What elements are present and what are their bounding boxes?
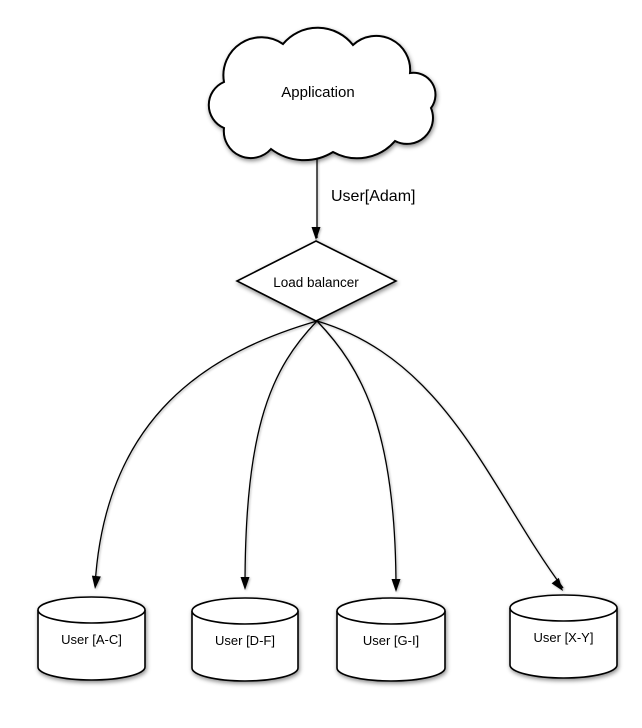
cylinder-top bbox=[191, 597, 299, 625]
arrowhead-icon bbox=[311, 227, 321, 240]
db-cylinder-shard1 bbox=[37, 596, 146, 681]
shard4-label: User [X-Y] bbox=[534, 630, 594, 645]
cylinder-body bbox=[509, 608, 618, 679]
shard1-label: User [A-C] bbox=[61, 632, 122, 647]
nodes-group bbox=[37, 26, 618, 682]
cylinder-top bbox=[509, 594, 618, 622]
shard3-label: User [G-I] bbox=[363, 633, 419, 648]
load-balancer-label: Load balancer bbox=[273, 275, 359, 290]
cylinder-top bbox=[336, 597, 446, 625]
arrowhead-icon bbox=[391, 579, 401, 592]
load-balancer-diamond-shape bbox=[235, 240, 398, 322]
edge-loadbalancer-to-shard3 bbox=[316, 320, 397, 590]
db-cylinder-shard3 bbox=[336, 597, 446, 682]
request-edge-label: User[Adam] bbox=[331, 188, 415, 205]
cylinder-body bbox=[191, 611, 299, 682]
edges-group bbox=[91, 147, 564, 592]
cylinder-top bbox=[37, 596, 146, 624]
edge-loadbalancer-to-shard1 bbox=[94, 320, 318, 587]
arrowhead-icon bbox=[551, 577, 563, 591]
arrowhead-icon bbox=[240, 577, 250, 590]
db-cylinder-shard2 bbox=[191, 597, 299, 682]
cylinder-body bbox=[37, 610, 146, 681]
edge-loadbalancer-to-shard2 bbox=[244, 320, 318, 588]
cylinder-body bbox=[336, 611, 446, 682]
edge-loadbalancer-to-shard4 bbox=[316, 320, 564, 589]
application-label: Application bbox=[281, 84, 354, 101]
db-cylinder-shard4 bbox=[509, 594, 618, 679]
shard2-label: User [D-F] bbox=[215, 633, 275, 648]
arrowhead-icon bbox=[91, 575, 101, 589]
application-cloud-shape bbox=[207, 26, 437, 162]
labels-group: Application User[Adam] Load balancer Use… bbox=[61, 84, 593, 648]
